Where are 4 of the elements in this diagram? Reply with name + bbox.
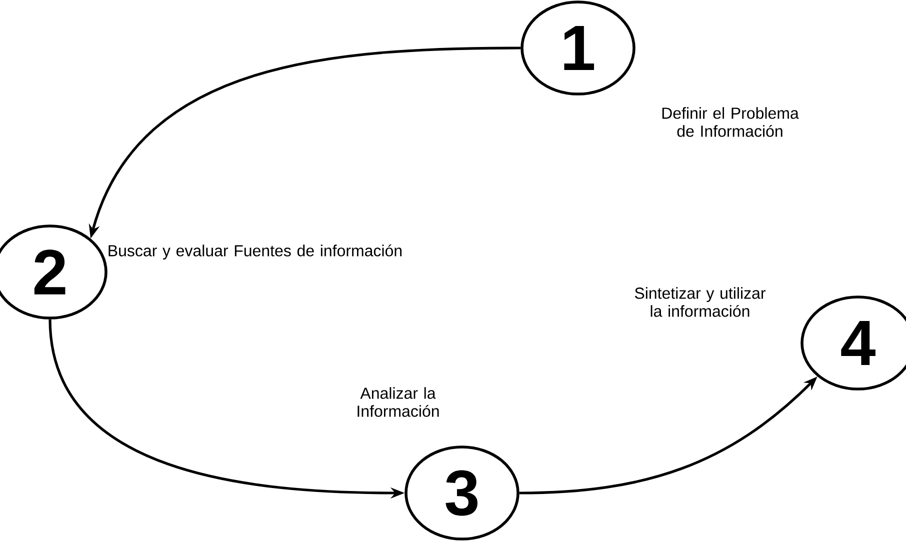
step-label: Analizar la Información: [358, 387, 439, 417]
step-label: Buscar y evaluar Fuentes de información: [108, 244, 402, 260]
step-label: Sintetizar y utilizar la información: [634, 287, 766, 317]
step-label: Definir el Problema de Información: [662, 107, 799, 137]
